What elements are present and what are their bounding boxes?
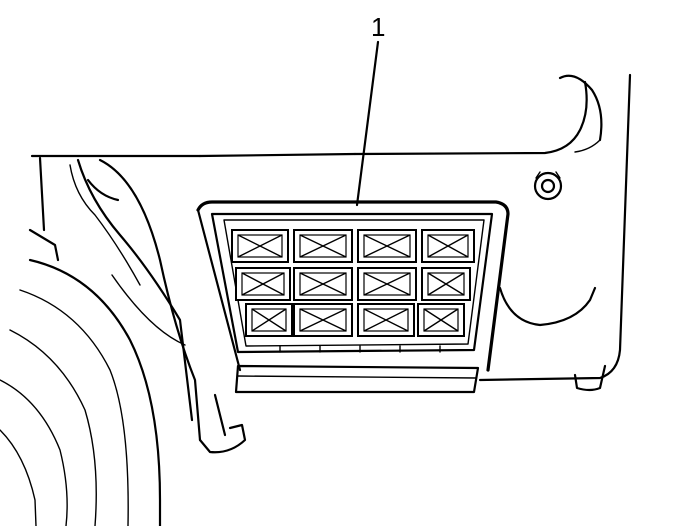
wheel-arch (28, 156, 247, 454)
wheel (0, 258, 162, 526)
grille-cells (231, 229, 475, 337)
callout-label-1: 1 (371, 12, 385, 42)
vent-grille (196, 200, 510, 394)
body-panel (30, 73, 632, 392)
callout-leader-line (355, 40, 380, 207)
